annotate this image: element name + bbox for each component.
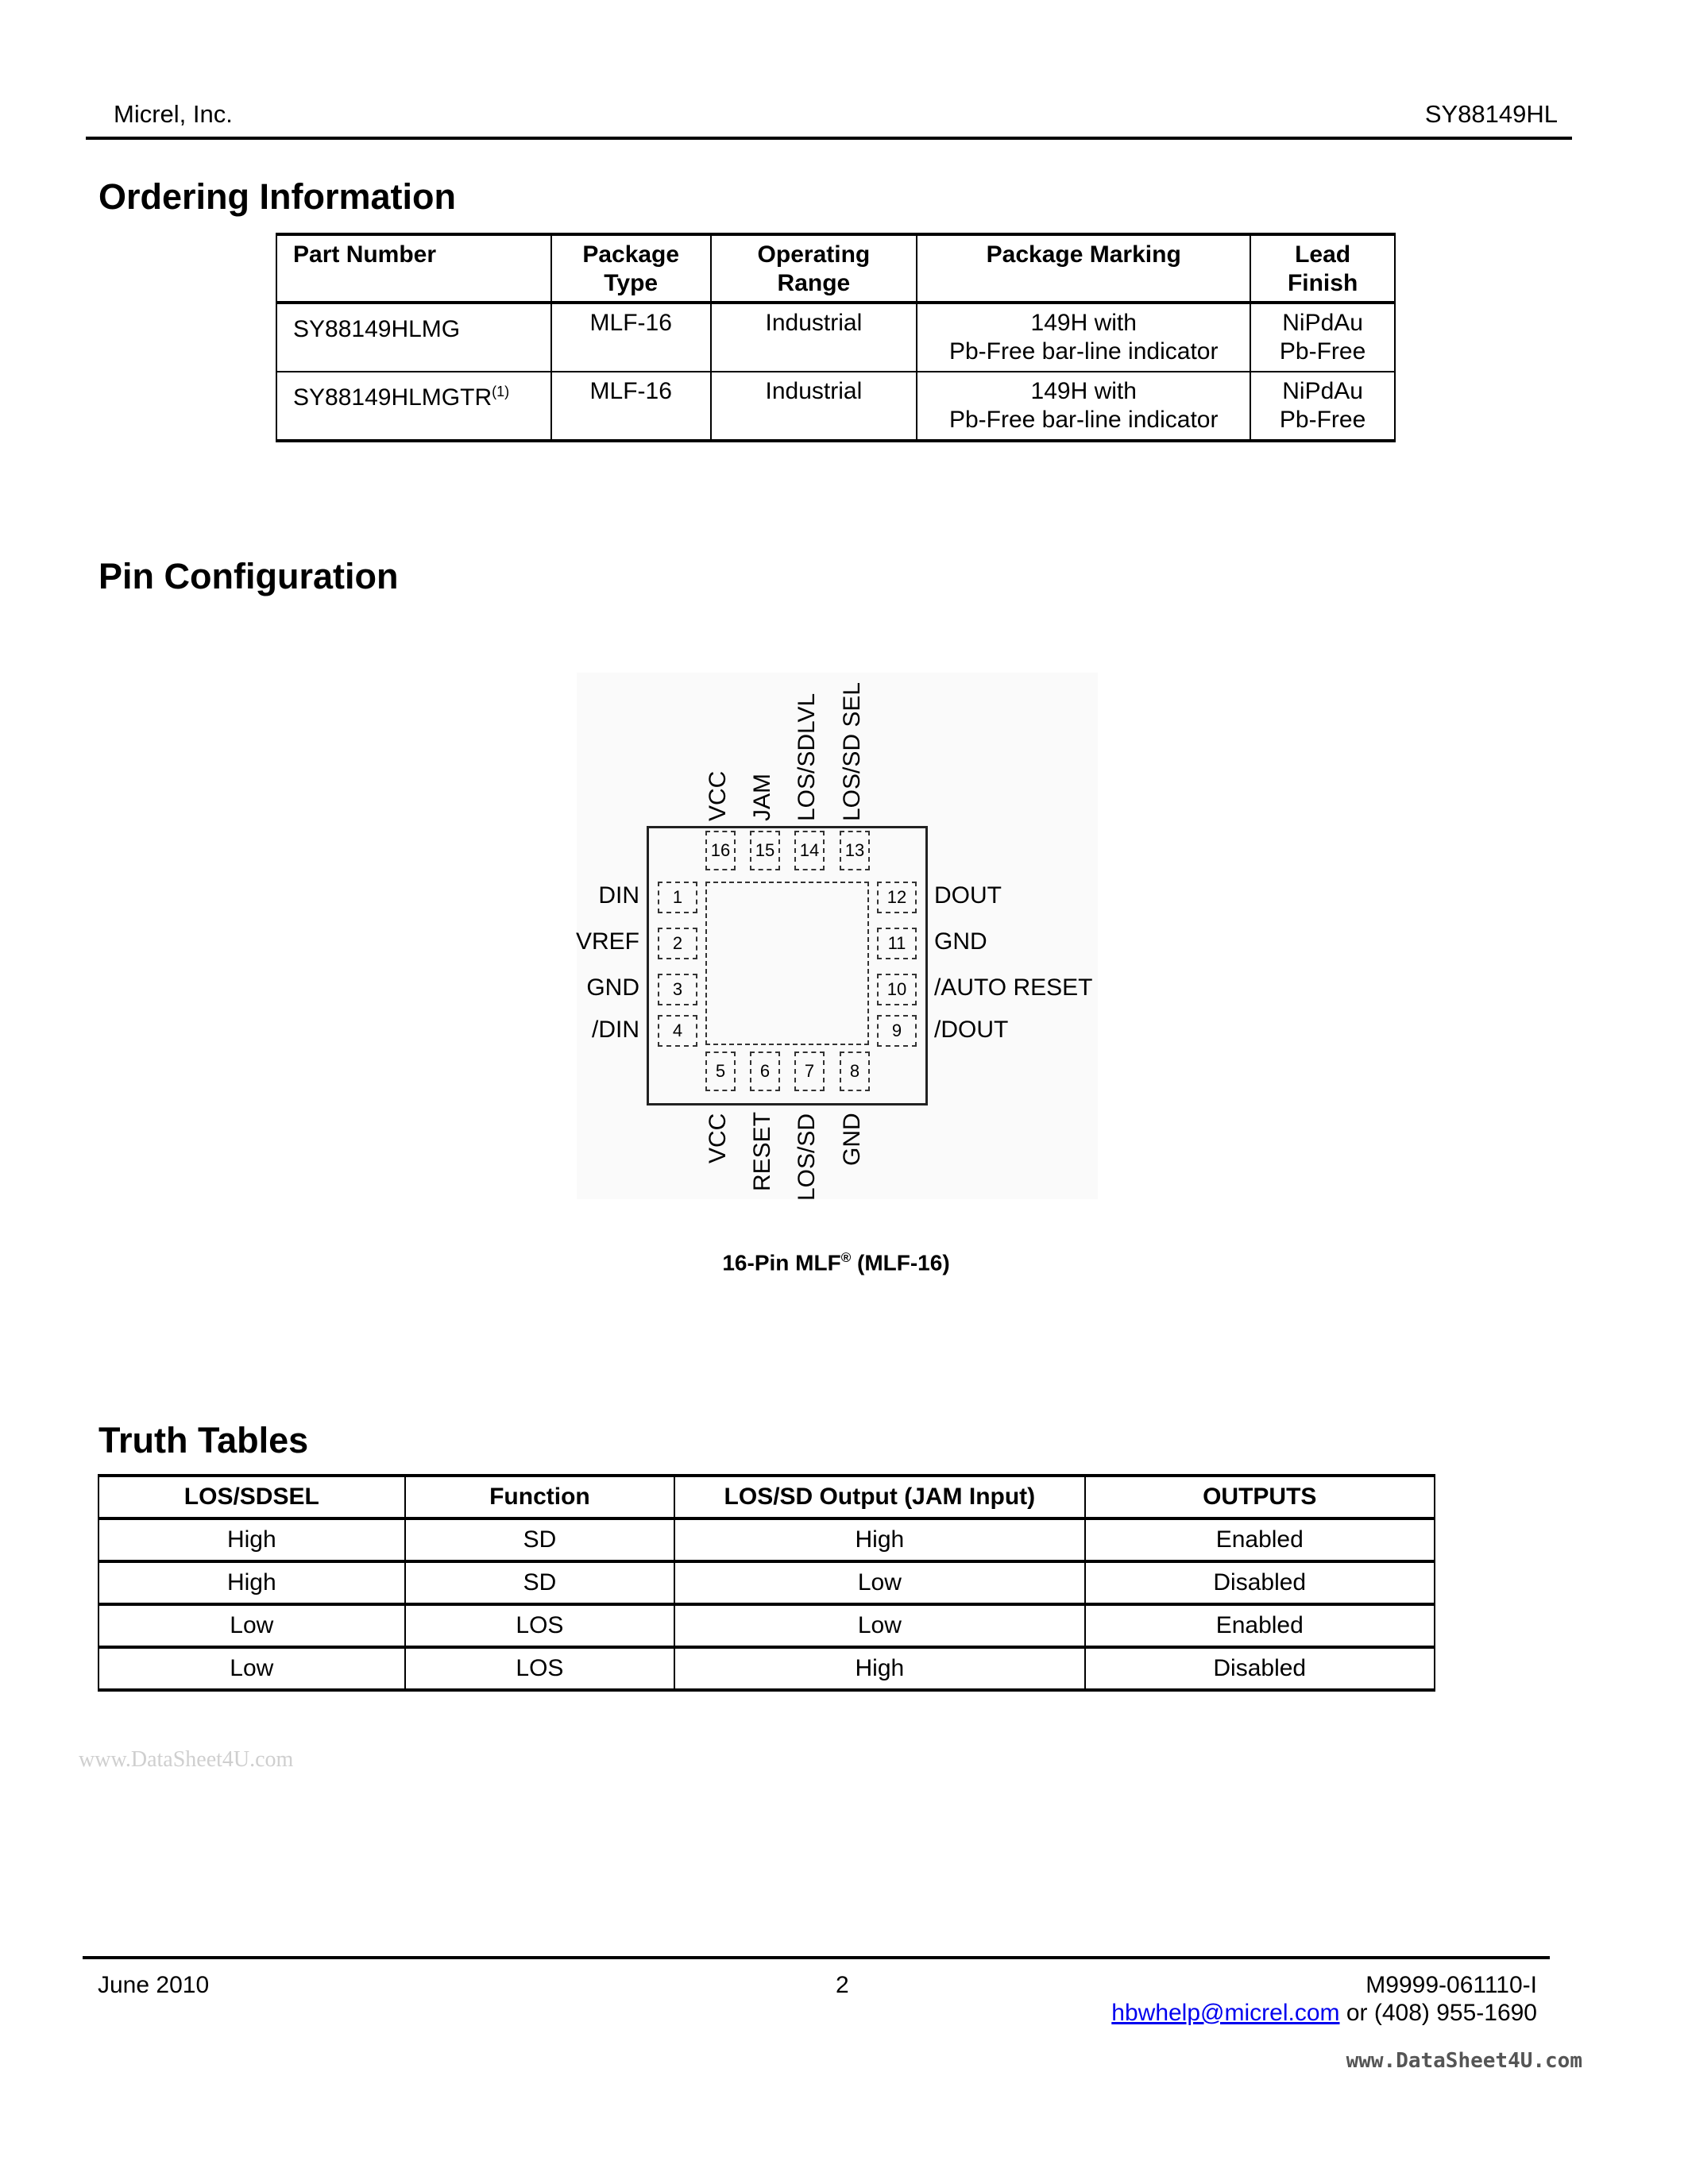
pin-pad-7: 7 xyxy=(794,1051,825,1091)
truth-table-title: Truth Tables xyxy=(98,1420,309,1461)
header-rule xyxy=(86,137,1572,140)
pin-pad-8: 8 xyxy=(840,1051,870,1091)
pin-pad-14: 14 xyxy=(794,831,825,870)
exposed-pad xyxy=(705,882,869,1045)
footer-phone: or (408) 955-1690 xyxy=(1339,2000,1537,2026)
pin-label-jam: JAM xyxy=(749,774,775,821)
pin-label-dout: DOUT xyxy=(934,882,1002,909)
pin-label-vref: VREF xyxy=(575,928,639,955)
table-row: High SD High Enabled xyxy=(98,1518,1435,1562)
header-company: Micrel, Inc. xyxy=(114,100,233,128)
cell: Enabled xyxy=(1083,1603,1435,1648)
pin-pad-2: 2 xyxy=(658,928,697,959)
footer-date: June 2010 xyxy=(98,1972,210,1998)
cell: Low xyxy=(98,1603,406,1648)
pin-pad-5: 5 xyxy=(705,1051,736,1091)
table-row: Low LOS Low Enabled xyxy=(98,1603,1435,1648)
pin-label-los-sd-sel: LOS/SD SEL xyxy=(839,681,865,821)
pin-pad-12: 12 xyxy=(877,882,917,913)
cell: LOS xyxy=(404,1603,676,1648)
pin-pad-4: 4 xyxy=(658,1015,697,1047)
footer-page-number: 2 xyxy=(836,1972,849,1998)
watermark: www.DataSheet4U.com xyxy=(79,1747,294,1772)
pin-label-auto-reset: /AUTO RESET xyxy=(934,974,1093,1001)
support-email-link[interactable]: hbwhelp@micrel.com xyxy=(1111,2000,1340,2026)
cell: Low xyxy=(98,1646,406,1691)
cell: Low xyxy=(674,1603,1086,1648)
pin-label-los-sd: LOS/SD xyxy=(794,1113,820,1201)
cell: LOS xyxy=(404,1646,676,1691)
col-outputs: OUTPUTS xyxy=(1083,1475,1435,1519)
truth-header-row: LOS/SDSEL Function LOS/SD Output (JAM In… xyxy=(98,1475,1435,1519)
cell: Enabled xyxy=(1083,1518,1435,1562)
pin-pad-15: 15 xyxy=(750,831,780,870)
pin-pad-9: 9 xyxy=(877,1015,917,1047)
col-los-sd-output: LOS/SD Output (JAM Input) xyxy=(674,1475,1086,1519)
chip-package-outline xyxy=(647,826,928,1106)
pin-label-vcc-bottom: VCC xyxy=(705,1113,731,1163)
cell: High xyxy=(674,1646,1086,1691)
pin-pad-11: 11 xyxy=(877,928,917,959)
pin-pad-6: 6 xyxy=(750,1051,780,1091)
footer-watermark: www.DataSheet4U.com xyxy=(1346,2049,1582,2073)
footer-rule xyxy=(83,1956,1550,1959)
pin-pad-13: 13 xyxy=(840,831,870,870)
table-row: Low LOS High Disabled xyxy=(98,1646,1435,1691)
col-package-marking: Package Marking xyxy=(916,233,1252,304)
footer-doc-number: M9999-061110-I xyxy=(1365,1972,1537,1998)
ordering-title: Ordering Information xyxy=(98,176,456,217)
col-function: Function xyxy=(404,1475,676,1519)
cell-package: MLF-16 xyxy=(550,302,712,372)
diagram-background xyxy=(577,673,1098,1199)
pin-label-gnd-right: GND xyxy=(934,928,987,955)
col-los-sdsel: LOS/SDSEL xyxy=(98,1475,406,1519)
cell: High xyxy=(98,1518,406,1562)
cell: Low xyxy=(674,1561,1086,1605)
cell: High xyxy=(674,1518,1086,1562)
cell-part: SY88149HLMG xyxy=(276,302,552,372)
pin-label-vcc-top: VCC xyxy=(705,770,731,821)
cell: High xyxy=(98,1561,406,1605)
header-part-number: SY88149HL xyxy=(1424,100,1558,128)
pin-config-title: Pin Configuration xyxy=(98,556,399,596)
cell: Disabled xyxy=(1083,1561,1435,1605)
pin-pad-3: 3 xyxy=(658,974,697,1005)
table-row: High SD Low Disabled xyxy=(98,1561,1435,1605)
pin-label-ndout: /DOUT xyxy=(934,1017,1009,1043)
col-part-number: Part Number xyxy=(276,233,552,304)
pin-pad-1: 1 xyxy=(658,882,697,913)
pin-label-gnd-left: GND xyxy=(586,974,639,1001)
pin-label-reset: RESET xyxy=(749,1111,775,1191)
cell-range: Industrial xyxy=(709,371,918,442)
pin-diagram-caption: 16-Pin MLF® (MLF-16) xyxy=(722,1250,950,1275)
cell-part: SY88149HLMGTR(1) xyxy=(276,371,552,442)
pin-label-din: DIN xyxy=(598,882,639,909)
footer-contact: hbwhelp@micrel.com or (408) 955-1690 xyxy=(1111,2000,1537,2027)
footnote-marker: (1) xyxy=(492,384,510,399)
pin-label-ndin: /DIN xyxy=(592,1017,639,1043)
table-row: SY88149HLMGTR(1) MLF-16 Industrial 149H … xyxy=(276,371,1396,442)
pin-label-los-sdlvl: LOS/SDLVL xyxy=(794,693,820,821)
pin-pad-16: 16 xyxy=(705,831,736,870)
truth-table: LOS/SDSEL Function LOS/SD Output (JAM In… xyxy=(98,1474,1435,1692)
pin-label-gnd-bottom: GND xyxy=(839,1113,865,1166)
cell: SD xyxy=(404,1518,676,1562)
cell: Disabled xyxy=(1083,1646,1435,1691)
pin-pad-10: 10 xyxy=(877,974,917,1005)
cell-range: Industrial xyxy=(709,302,918,372)
cell-package: MLF-16 xyxy=(550,371,712,442)
cell: SD xyxy=(404,1561,676,1605)
